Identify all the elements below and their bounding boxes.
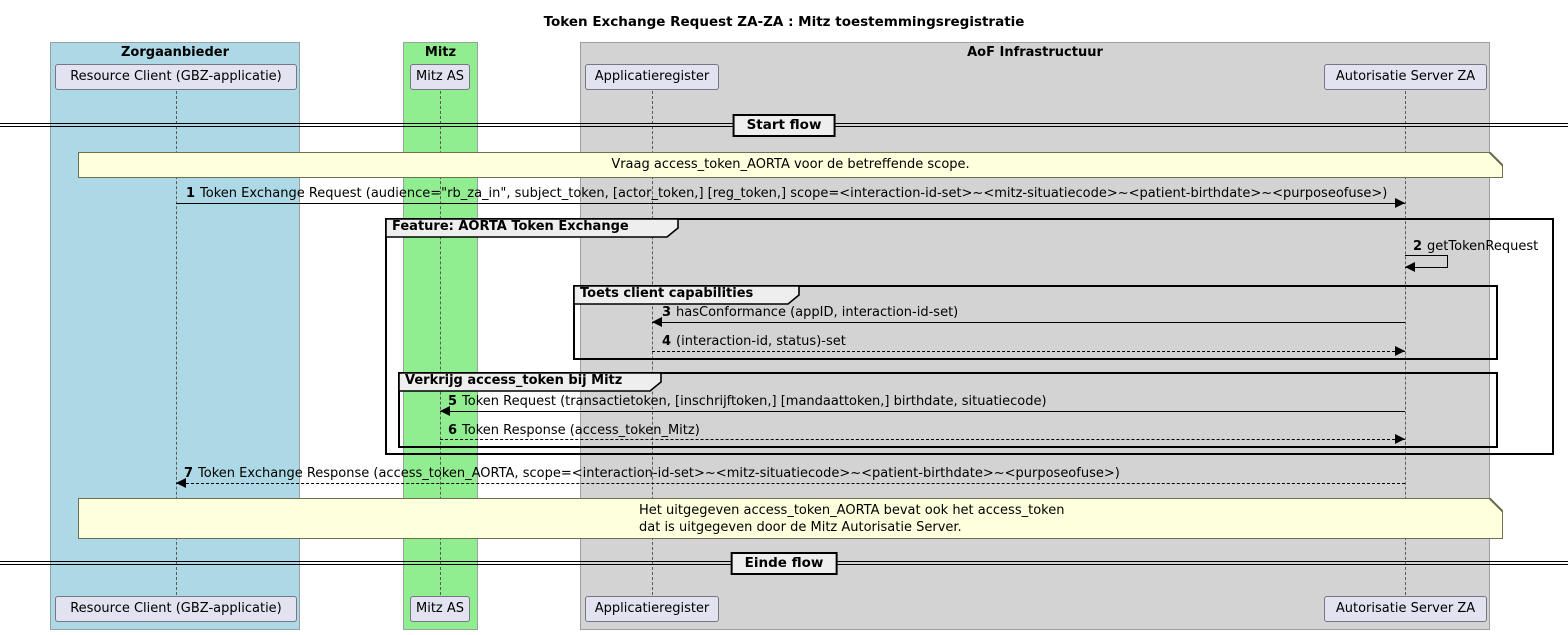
note-uitgegeven-token: Het uitgegeven access_token_AORTA bevat … bbox=[78, 498, 1503, 539]
arrowhead-left-icon bbox=[1405, 262, 1415, 272]
note-vraag-text: Vraag access_token_AORTA voor de betreff… bbox=[611, 157, 970, 172]
group-header-shape bbox=[573, 285, 800, 305]
message-7-text: Token Exchange Response (access_token_AO… bbox=[198, 466, 1120, 481]
message-2-label: 2 getTokenRequest bbox=[1413, 239, 1538, 254]
arrowhead-left-icon bbox=[440, 406, 450, 416]
box-zorgaanbieder: Zorgaanbieder bbox=[50, 42, 300, 630]
message-2-text: getTokenRequest bbox=[1427, 239, 1539, 254]
message-3-text: hasConformance (appID, interaction-id-se… bbox=[676, 305, 959, 320]
participant-resource-client-bottom: Resource Client (GBZ-applicatie) bbox=[55, 596, 297, 622]
note-fold-icon bbox=[1489, 152, 1503, 166]
note-vraag-access-token: Vraag access_token_AORTA voor de betreff… bbox=[78, 152, 1503, 178]
group-verkrijg-header: Verkrijg access_token bij Mitz bbox=[398, 372, 663, 396]
note-uitgegeven-line1: Het uitgegeven access_token_AORTA bevat … bbox=[639, 503, 1065, 518]
message-5-text: Token Request (transactietoken, [inschri… bbox=[462, 394, 1047, 409]
group-header-shape bbox=[398, 372, 662, 392]
lifeline-autorisatie-server bbox=[1405, 91, 1406, 595]
message-3-label: 3 hasConformance (appID, interaction-id-s… bbox=[662, 305, 958, 320]
group-verkrijg-access-token: Verkrijg access_token bij Mitz bbox=[398, 372, 1498, 448]
lifeline-applicatieregister bbox=[652, 91, 653, 595]
message-3-number: 3 bbox=[662, 305, 672, 320]
message-3-line bbox=[652, 322, 1405, 323]
message-6-number: 6 bbox=[448, 423, 458, 438]
note-uitgegeven-line2: dat is uitgegeven door de Mitz Autorisat… bbox=[639, 519, 962, 535]
message-5-line bbox=[440, 411, 1405, 412]
note-fold-icon bbox=[1489, 498, 1503, 512]
message-2-selfloop bbox=[1405, 255, 1448, 268]
group-header-shape bbox=[385, 218, 679, 238]
message-4-number: 4 bbox=[662, 334, 672, 349]
participant-applicatieregister-bottom: Applicatieregister bbox=[585, 596, 719, 622]
group-toets-header: Toets client capabilities bbox=[573, 285, 801, 309]
lifeline-mitz-as bbox=[440, 91, 441, 595]
message-5-number: 5 bbox=[448, 394, 458, 409]
note-uitgegeven-textblock: Het uitgegeven access_token_AORTA bevat … bbox=[639, 503, 1064, 536]
arrowhead-left-icon bbox=[652, 317, 662, 327]
participant-autorisatie-server-top: Autorisatie Server ZA bbox=[1324, 64, 1487, 90]
group-verkrijg-label: Verkrijg access_token bij Mitz bbox=[405, 373, 623, 388]
message-2-number: 2 bbox=[1413, 239, 1423, 254]
group-feature-label: Feature: AORTA Token Exchange bbox=[392, 219, 629, 234]
participant-applicatieregister-top: Applicatieregister bbox=[585, 64, 719, 90]
arrowhead-right-icon bbox=[1395, 434, 1405, 444]
page-title: Token Exchange Request ZA-ZA : Mitz toes… bbox=[543, 14, 1025, 30]
lifeline-resource-client bbox=[176, 91, 177, 595]
group-feature-header: Feature: AORTA Token Exchange bbox=[385, 218, 680, 242]
box-mitz-label: Mitz bbox=[424, 45, 457, 60]
arrowhead-left-icon bbox=[176, 478, 186, 488]
message-6-line bbox=[440, 439, 1405, 440]
message-4-label: 4 (interaction-id, status)-set bbox=[662, 334, 846, 349]
arrowhead-right-icon bbox=[1395, 198, 1405, 208]
participant-resource-client-top: Resource Client (GBZ-applicatie) bbox=[55, 64, 297, 90]
message-4-line bbox=[652, 351, 1405, 352]
divider-einde-label: Einde flow bbox=[730, 552, 838, 575]
message-4-text: (interaction-id, status)-set bbox=[676, 334, 846, 349]
group-toets-client-capabilities: Toets client capabilities bbox=[573, 285, 1498, 360]
participant-mitz-as-bottom: Mitz AS bbox=[410, 596, 470, 622]
message-1-text: Token Exchange Request (audience="rb_za_… bbox=[200, 186, 1388, 201]
message-7-line bbox=[176, 483, 1405, 484]
group-toets-label: Toets client capabilities bbox=[580, 286, 754, 301]
message-5-label: 5 Token Request (transactietoken, [inschr… bbox=[448, 394, 1047, 409]
message-7-number: 7 bbox=[184, 466, 194, 481]
message-1-line bbox=[176, 203, 1405, 204]
box-aof-label: AoF Infrastructuur bbox=[967, 45, 1103, 60]
message-1-number: 1 bbox=[186, 186, 196, 201]
arrowhead-right-icon bbox=[1395, 346, 1405, 356]
box-zorgaanbieder-label: Zorgaanbieder bbox=[121, 45, 229, 60]
message-6-text: Token Response (access_token_Mitz) bbox=[462, 423, 700, 438]
message-1-label: 1 Token Exchange Request (audience="rb_za… bbox=[186, 186, 1387, 201]
group-feature-aorta-token-exchange: Feature: AORTA Token Exchange bbox=[385, 218, 1554, 455]
participant-mitz-as-top: Mitz AS bbox=[410, 64, 470, 90]
message-6-label: 6 Token Response (access_token_Mitz) bbox=[448, 423, 700, 438]
message-7-label: 7 Token Exchange Response (access_token_A… bbox=[184, 466, 1120, 481]
participant-autorisatie-server-bottom: Autorisatie Server ZA bbox=[1324, 596, 1487, 622]
divider-start-label: Start flow bbox=[732, 114, 836, 137]
